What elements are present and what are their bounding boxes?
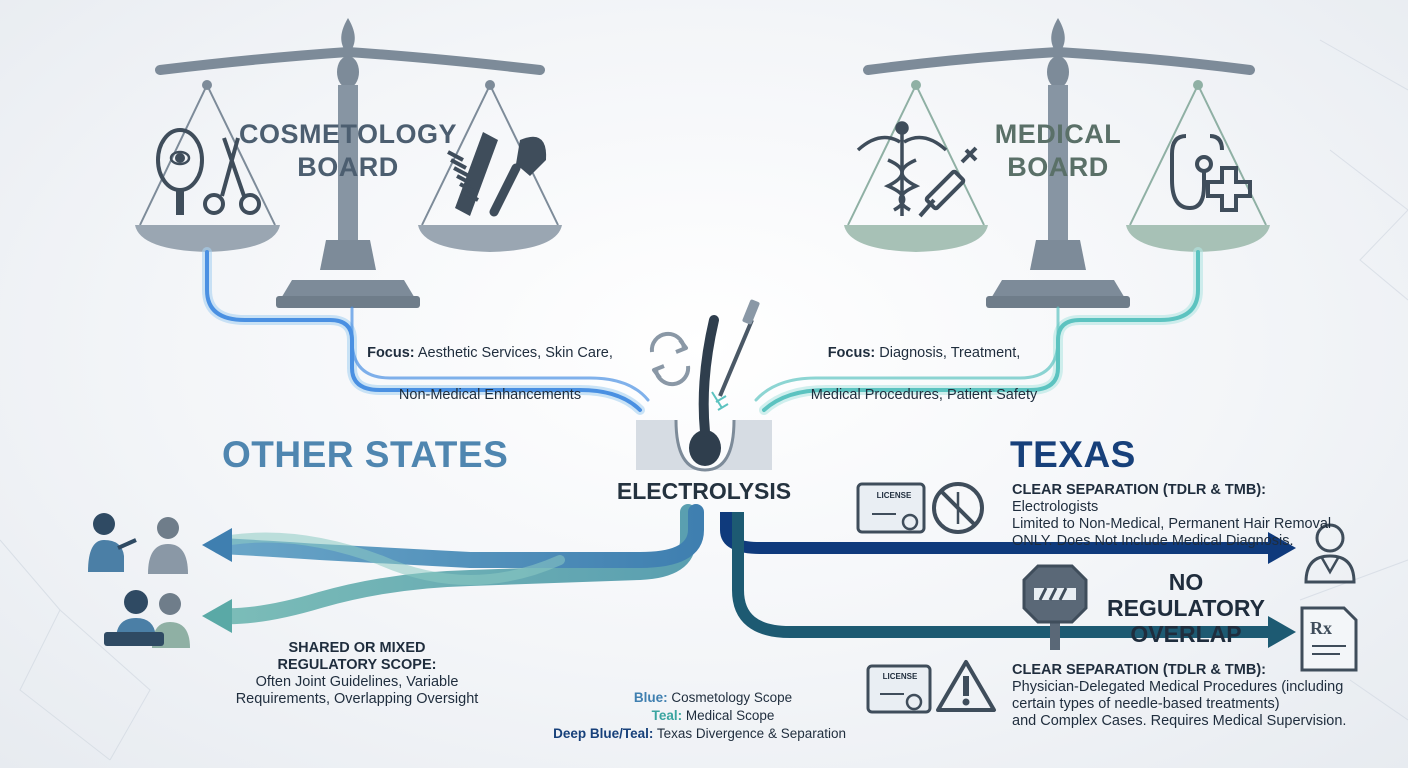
texas-top-note: CLEAR SEPARATION (TDLR & TMB): Electrolo… <box>1012 482 1332 550</box>
medical-cross-icon <box>1206 166 1252 212</box>
license-text-top: LICENSE <box>876 491 912 500</box>
cosmetology-focus: Focus: Aesthetic Services, Skin Care, No… <box>360 343 620 405</box>
medical-title-line1: MEDICAL <box>994 119 1122 149</box>
legend-blue-value: Cosmetology Scope <box>671 690 793 705</box>
no-overlap-label: NO REGULATORY OVERLAP <box>1094 569 1278 647</box>
hand-mirror-icon <box>156 128 204 215</box>
medical-focus-label: Focus: <box>827 345 876 361</box>
texas-top-head: CLEAR SEPARATION (TDLR & TMB): <box>1012 482 1266 498</box>
other-desc-line1: Often Joint Guidelines, Variable <box>255 674 459 690</box>
cosmetology-connector <box>202 247 650 415</box>
other-desc-line2: Requirements, Overlapping Oversight <box>235 691 479 707</box>
doctor-icon <box>1304 523 1356 584</box>
legend: Blue: Cosmetology Scope Teal: Medical Sc… <box>520 689 846 743</box>
license-certificate-icon-bottom <box>866 664 932 714</box>
texas-bottom-line2: certain types of needle-based treatments… <box>1012 696 1280 712</box>
legend-teal-key: Teal: <box>651 708 683 723</box>
warning-triangle-icon <box>936 660 996 712</box>
medical-title-line2: BOARD <box>1007 152 1109 182</box>
texas-top-line3: ONLY. Does Not Include Medical Diagnosis… <box>1012 533 1294 549</box>
cosmetology-title-line2: BOARD <box>297 152 399 182</box>
no-overlap-line1: NO REGULATORY <box>1106 569 1266 621</box>
other-states-arrow-top <box>202 528 232 562</box>
svg-text:Rx: Rx <box>1310 618 1332 638</box>
other-scope-line1: SHARED OR MIXED <box>288 640 426 656</box>
syringe-icon <box>918 146 978 218</box>
other-states-arrow-bottom <box>202 599 232 633</box>
cosmetology-focus-line1: Aesthetic Services, Skin Care, <box>417 345 613 361</box>
medical-scale <box>844 18 1270 308</box>
stethoscope-icon <box>1170 134 1224 211</box>
refresh-cycle-icon <box>649 331 691 387</box>
other-states-title: OTHER STATES <box>222 434 509 475</box>
hair-follicle-probe-icon <box>636 299 772 472</box>
medical-connector <box>754 247 1203 415</box>
texas-title: TEXAS <box>1010 434 1136 475</box>
license-text-bottom: LICENSE <box>882 672 918 681</box>
medical-focus-line1: Diagnosis, Treatment, <box>879 345 1021 361</box>
comb-icon <box>447 132 498 216</box>
legend-deep-key: Deep Blue/Teal: <box>553 726 654 741</box>
texas-bottom-line1: Physician-Delegated Medical Procedures (… <box>1012 679 1344 695</box>
other-scope-line2: REGULATORY SCOPE: <box>277 657 437 673</box>
makeup-brush-icon <box>489 136 547 217</box>
scissors-icon <box>203 137 261 215</box>
other-states-scope: SHARED OR MIXED REGULATORY SCOPE: Often … <box>222 640 492 708</box>
prescription-document-icon: Rx <box>1300 606 1358 672</box>
medical-focus: Focus: Diagnosis, Treatment, Medical Pro… <box>796 343 1052 405</box>
no-overlap-barrier-icon <box>1022 564 1088 650</box>
other-states-ribbons <box>212 504 704 625</box>
medical-focus-line2: Medical Procedures, Patient Safety <box>810 387 1038 403</box>
no-overlap-line2: OVERLAP <box>1130 621 1242 647</box>
cosmetology-focus-label: Focus: <box>367 345 415 361</box>
caduceus-icon <box>856 121 948 216</box>
texas-bottom-line3: and Complex Cases. Requires Medical Supe… <box>1012 713 1347 729</box>
texas-bottom-note: CLEAR SEPARATION (TDLR & TMB): Physician… <box>1012 662 1352 730</box>
people-consultation-icon <box>88 513 188 574</box>
texas-top-line1: Electrologists <box>1012 499 1099 515</box>
people-couple-icon <box>104 590 190 648</box>
electrolysis-label: ELECTROLYSIS <box>616 478 792 504</box>
cosmetology-focus-line2: Non-Medical Enhancements <box>398 387 582 403</box>
legend-deep-value: Texas Divergence & Separation <box>656 726 846 741</box>
no-medical-icon <box>932 482 984 534</box>
cosmetology-title-line1: COSMETOLOGY <box>238 119 458 149</box>
medical-board-title: MEDICAL BOARD <box>948 118 1168 184</box>
legend-blue-key: Blue: <box>633 690 668 705</box>
license-certificate-icon-top <box>856 482 926 534</box>
cosmetology-board-title: COSMETOLOGY BOARD <box>238 118 458 184</box>
texas-top-line2: Limited to Non-Medical, Permanent Hair R… <box>1012 516 1332 532</box>
legend-teal-value: Medical Scope <box>685 708 775 723</box>
texas-bottom-head: CLEAR SEPARATION (TDLR & TMB): <box>1012 662 1266 678</box>
texas-arrow-bottom <box>732 512 1296 648</box>
